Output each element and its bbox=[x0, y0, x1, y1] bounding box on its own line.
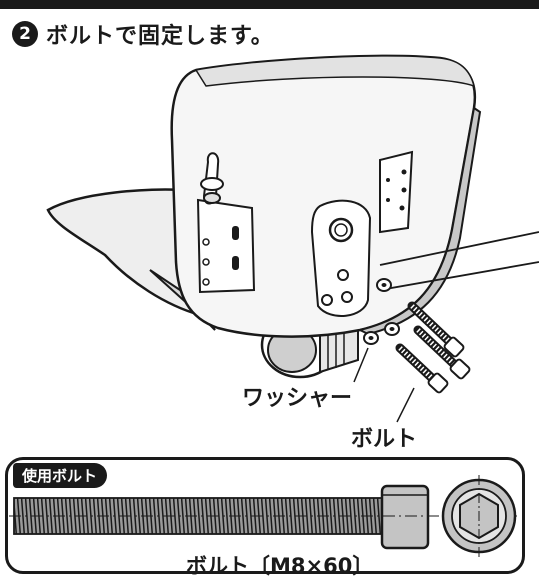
washers bbox=[363, 278, 400, 345]
bolt-label: ボルト bbox=[351, 427, 418, 452]
bolt-middle bbox=[413, 325, 471, 380]
washer-label: ワッシャー bbox=[242, 386, 353, 411]
step-instruction: ボルトで固定します。 bbox=[46, 24, 274, 49]
bolt-lower bbox=[395, 343, 449, 394]
seat-pan bbox=[46, 188, 202, 317]
adjust-lever bbox=[200, 152, 224, 205]
bolt-upper bbox=[407, 301, 465, 358]
bolt-spec-drawing bbox=[9, 475, 517, 557]
bolts bbox=[395, 301, 471, 394]
bolt-spec-caption: ボルト〔M8×60〕 bbox=[186, 554, 374, 578]
bolt-spec-panel bbox=[5, 457, 525, 574]
spec-tag: 使用ボルト bbox=[13, 463, 108, 488]
left-bracket bbox=[196, 198, 256, 294]
bolt-head bbox=[380, 484, 430, 550]
top-rule bbox=[0, 0, 539, 9]
chair-assembly-illustration bbox=[46, 54, 539, 423]
right-bracket bbox=[379, 150, 414, 234]
step-heading: 2 ボルトで固定します。 bbox=[12, 18, 274, 50]
center-mount-plate bbox=[310, 199, 372, 318]
bolt-end-view bbox=[441, 475, 517, 557]
step-number-badge: 2 bbox=[12, 21, 38, 47]
